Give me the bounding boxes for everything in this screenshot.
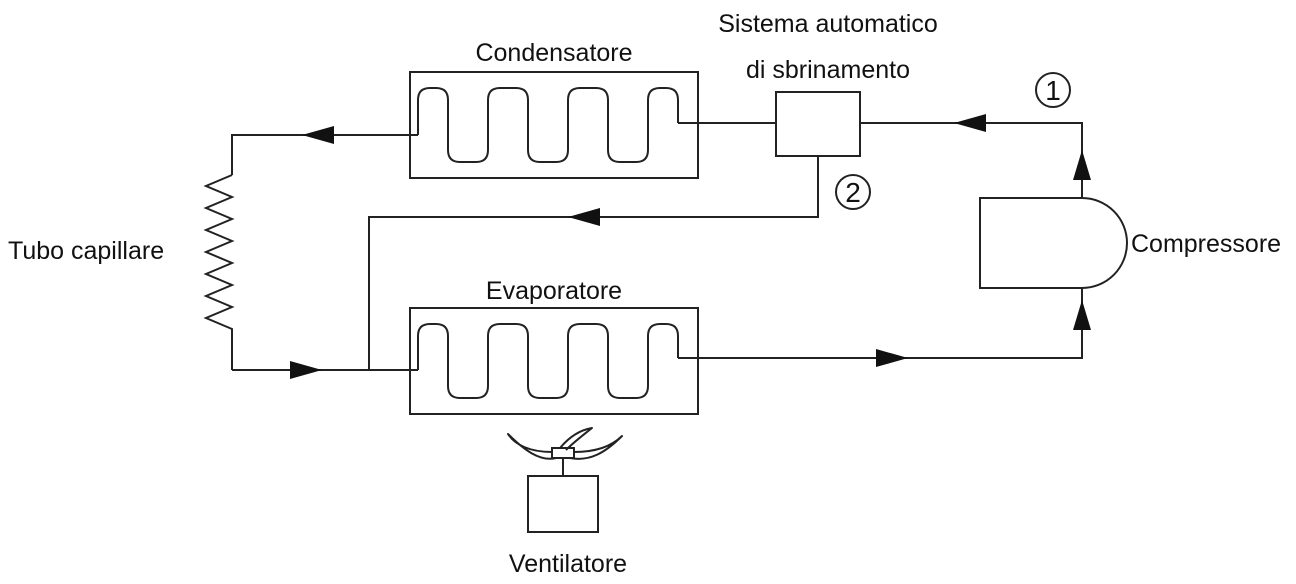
- evaporator-coil: [417, 323, 679, 399]
- condenser-label: Condensatore: [475, 39, 632, 67]
- defrost-system: [775, 91, 861, 157]
- point-1-label: 1: [1045, 75, 1061, 106]
- evaporator-box: [409, 307, 699, 415]
- compressor-label: Compressore: [1131, 230, 1281, 258]
- pipe-condenser-to-capillary: [231, 134, 418, 175]
- defrost-system-box: [775, 91, 861, 157]
- flow-arrow-up: [1073, 300, 1091, 330]
- condenser-coil: [417, 87, 679, 163]
- flow-arrow-right: [290, 361, 322, 379]
- fan: [507, 427, 623, 533]
- capillary-tube-label: Tubo capillare: [8, 237, 164, 265]
- fan-motor-box: [527, 475, 599, 533]
- defrost-system-label-line1: Sistema automatico: [718, 10, 938, 38]
- point-2-label: 2: [845, 177, 861, 208]
- condenser-box: [409, 71, 699, 179]
- evaporator: [409, 307, 699, 415]
- compressor-body: [979, 197, 1128, 289]
- defrost-system-label-line2: di sbrinamento: [746, 56, 910, 84]
- point-1-circle: [1035, 72, 1071, 108]
- fan-blade-left: [507, 433, 557, 460]
- fan-blade-right: [569, 435, 623, 460]
- flow-arrow-right: [876, 349, 908, 367]
- point-2: 2: [835, 174, 871, 210]
- flow-arrow-left: [568, 208, 600, 226]
- fan-hub: [551, 447, 575, 459]
- point-2-circle: [835, 174, 871, 210]
- point-1: 1: [1035, 72, 1071, 108]
- flow-arrow-left: [954, 114, 986, 132]
- capillary-tube: [203, 174, 235, 370]
- pipe-evaporator-to-compressor: [678, 288, 1083, 359]
- flow-arrow-left: [302, 126, 334, 144]
- flow-arrow-up: [1073, 150, 1091, 180]
- compressor: [979, 197, 1128, 289]
- pipe-defrost-bypass: [368, 156, 819, 370]
- evaporator-label: Evaporatore: [486, 277, 622, 305]
- condenser: [409, 71, 699, 179]
- fan-label: Ventilatore: [509, 550, 627, 578]
- flow-arrows: [290, 114, 1091, 379]
- piping: [203, 122, 1083, 371]
- fan-blade-center: [559, 427, 593, 451]
- pipe-compressor-to-defrost: [860, 122, 1083, 198]
